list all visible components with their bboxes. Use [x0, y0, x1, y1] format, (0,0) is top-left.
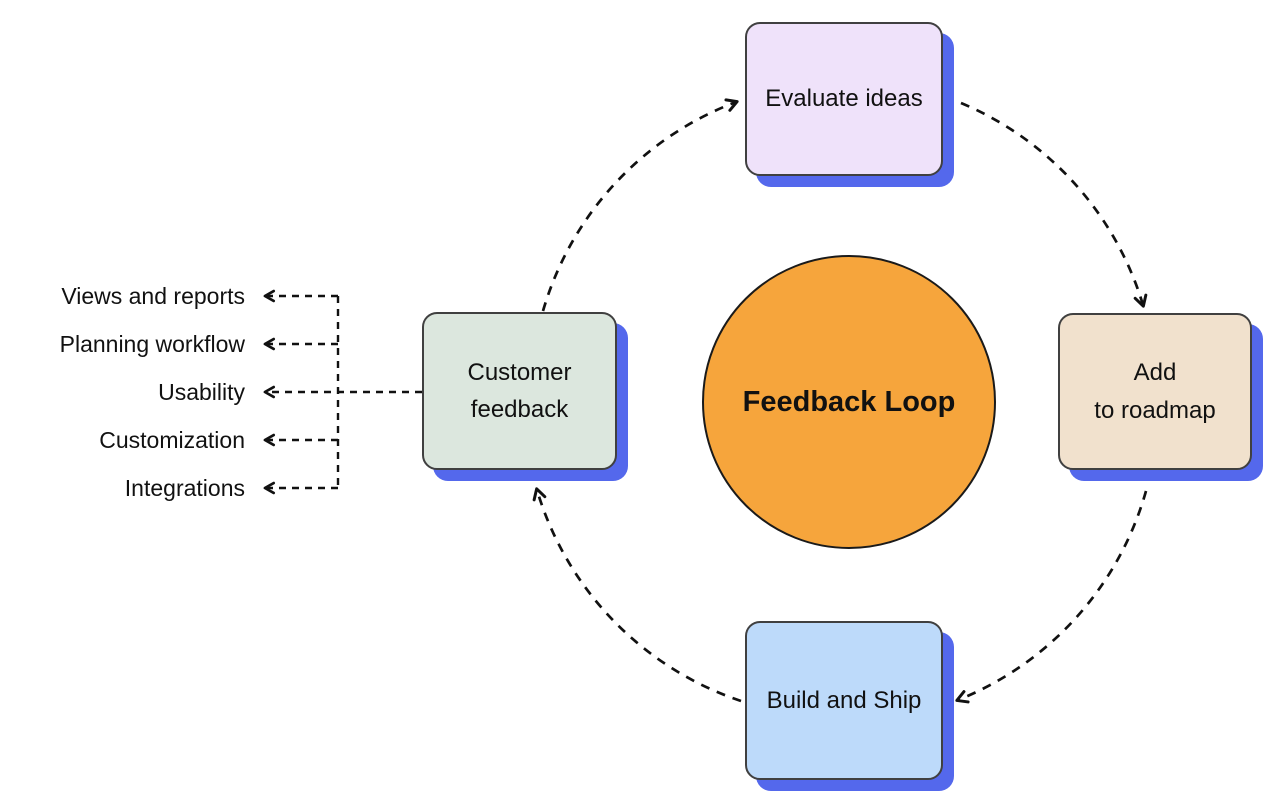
- category-label-usability: Usability: [158, 379, 245, 405]
- category-label-customization: Customization: [99, 427, 245, 453]
- node-customer-feedback-label-line1: Customer: [467, 358, 572, 386]
- node-build-and-ship: Build and Ship: [745, 621, 943, 780]
- category-label-views-and-reports: Views and reports: [61, 283, 245, 309]
- category-label-planning-workflow: Planning workflow: [59, 331, 245, 357]
- arc-customer-to-evaluate: [541, 98, 739, 312]
- arc-roadmap-to-build: [955, 490, 1148, 704]
- node-build-and-ship-label: Build and Ship: [766, 686, 922, 714]
- node-evaluate-ideas-label: Evaluate ideas: [765, 85, 923, 113]
- node-add-to-roadmap: Add to roadmap: [1058, 313, 1252, 470]
- arc-evaluate-to-roadmap: [960, 101, 1148, 308]
- node-add-to-roadmap-label-line1: Add: [1133, 359, 1177, 387]
- node-customer-feedback-label-line2: feedback: [470, 396, 569, 423]
- arc-build-to-customer: [532, 487, 742, 703]
- node-add-to-roadmap-label-line2: to roadmap: [1094, 396, 1216, 424]
- node-evaluate-ideas: Evaluate ideas: [745, 22, 943, 176]
- center-circle-label: Feedback Loop: [742, 385, 956, 418]
- node-customer-feedback: Customer feedback: [422, 312, 617, 470]
- center-circle: Feedback Loop: [702, 255, 996, 549]
- category-label-integrations: Integrations: [124, 475, 245, 501]
